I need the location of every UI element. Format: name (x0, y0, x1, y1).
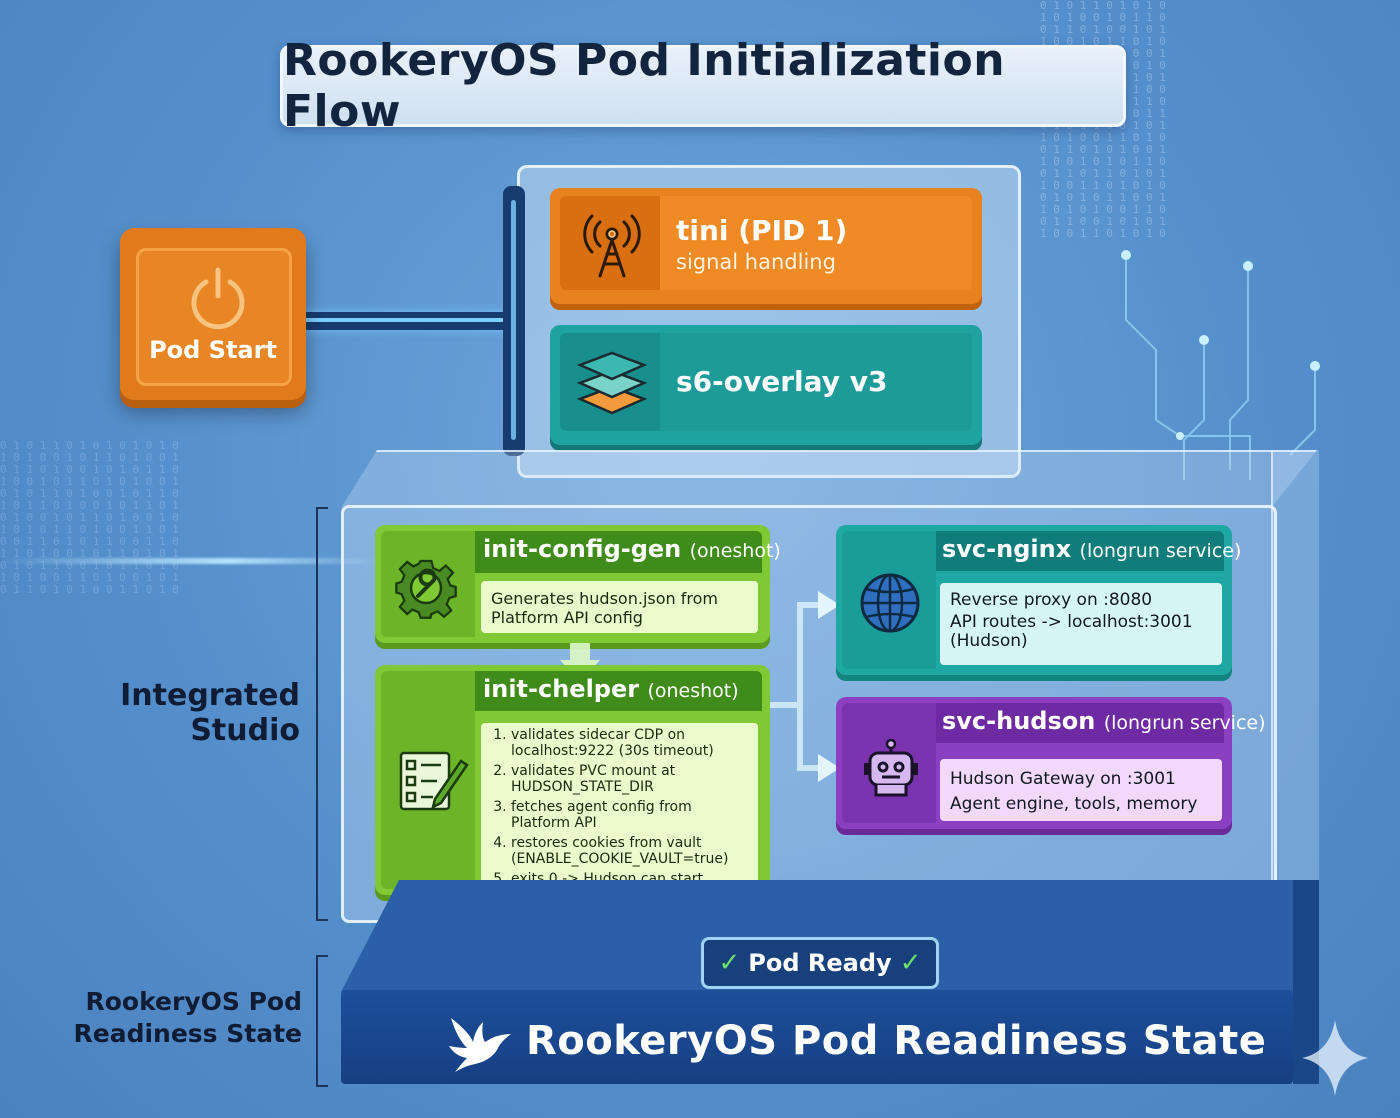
chelper-step: restores cookies from vault (ENABLE_COOK… (511, 835, 750, 867)
check-icon: ✓ (899, 948, 922, 978)
pod-ready-badge: ✓ Pod Ready ✓ (701, 937, 939, 989)
init-chelper-card: init-chelper (oneshot) validates sidecar… (375, 665, 770, 895)
readiness-brace (316, 955, 328, 1087)
checklist-icon (399, 751, 469, 811)
chelper-step: fetches agent config from Platform API (511, 799, 750, 831)
init-config-gen-description: Generates hudson.json from Platform API … (481, 581, 758, 633)
s6-title: s6-overlay v3 (676, 365, 888, 398)
connector-glow (300, 318, 510, 322)
readiness-state-label-line: RookeryOS Pod (85, 987, 303, 1016)
init-config-gen-card: init-config-gen (oneshot) Generates huds… (375, 525, 781, 643)
platform-side (1293, 880, 1319, 1084)
init-chelper-kind: (oneshot) (647, 680, 739, 702)
svc-hudson-name: svc-hudson (942, 707, 1096, 735)
gear-wrench-icon (395, 559, 457, 619)
integrated-studio-label-line: Studio (190, 713, 300, 748)
readiness-state-label-line: Readiness State (73, 1019, 303, 1048)
init-config-gen-kind: (oneshot) (689, 540, 781, 562)
svc-hudson-kind: (longrun service) (1103, 712, 1266, 734)
svc-hudson-details: Hudson Gateway on :3001 Agent engine, to… (940, 759, 1222, 821)
init-config-gen-title: init-config-gen (oneshot) (483, 535, 781, 563)
tini-card: tini (PID 1) signal handling (550, 188, 982, 304)
layers-icon (576, 351, 648, 415)
init-chelper-title: init-chelper (oneshot) (483, 675, 739, 703)
globe-icon (860, 573, 920, 633)
check-icon: ✓ (718, 948, 741, 978)
chelper-step: validates sidecar CDP on localhost:9222 … (511, 727, 750, 759)
readiness-state-label: RookeryOS Pod Readiness State (60, 986, 303, 1050)
svc-hudson-card: svc-hudson (longrun service) Hudson Gate… (836, 697, 1266, 829)
sparkle-icon (1302, 1020, 1368, 1096)
svc-nginx-title: svc-nginx (longrun service) (942, 535, 1241, 563)
svc-nginx-details: Reverse proxy on :8080 API routes -> loc… (940, 583, 1222, 665)
studio-box-top (341, 450, 1317, 508)
robot-icon (864, 739, 918, 797)
integrated-studio-label: Integrated Studio (120, 678, 300, 748)
svc-nginx-line: Reverse proxy on :8080 (950, 590, 1153, 610)
antenna-icon (583, 214, 641, 278)
svc-nginx-card: svc-nginx (longrun service) Reverse prox… (836, 525, 1241, 675)
studio-brace (316, 507, 328, 921)
init-config-gen-name: init-config-gen (483, 535, 682, 563)
chelper-step: validates PVC mount at HUDSON_STATE_DIR (511, 763, 750, 795)
init-chelper-steps: validates sidecar CDP on localhost:9222 … (481, 723, 758, 887)
svc-nginx-kind: (longrun service) (1079, 540, 1242, 562)
studio-box-side (1271, 450, 1319, 917)
svc-nginx-line: (Hudson) (950, 631, 1028, 651)
bird-logo-icon (449, 1018, 511, 1072)
pod-start-block: Pod Start (120, 228, 306, 400)
svc-nginx-name: svc-nginx (942, 535, 1072, 563)
pod-ready-label: Pod Ready (748, 949, 892, 977)
svc-nginx-line: API routes -> localhost:3001 (950, 612, 1193, 632)
binary-stream-decoration-left: 0 1 0 1 1 0 1 0 1 0 1 0 1 0 1 0 1 0 0 1 … (0, 439, 179, 596)
platform-label: RookeryOS Pod Readiness State (526, 1018, 1267, 1064)
page-title: RookeryOS Pod Initialization Flow (280, 35, 1126, 137)
power-icon (191, 267, 245, 330)
pod-start-label: Pod Start (149, 336, 277, 364)
light-streak-decoration (0, 558, 380, 564)
tini-subtitle: signal handling (676, 250, 836, 274)
bracket-glow (511, 200, 516, 440)
init-chelper-name: init-chelper (483, 675, 640, 703)
tini-title: tini (PID 1) (676, 214, 848, 247)
svc-hudson-line: Hudson Gateway on :3001 (950, 769, 1176, 789)
readiness-platform: RookeryOS Pod Readiness State (341, 990, 1293, 1084)
integrated-studio-label-line: Integrated (120, 678, 300, 713)
svc-hudson-title: svc-hudson (longrun service) (942, 707, 1266, 735)
s6-overlay-card: s6-overlay v3 (550, 325, 982, 445)
svc-hudson-line: Agent engine, tools, memory (950, 794, 1198, 814)
